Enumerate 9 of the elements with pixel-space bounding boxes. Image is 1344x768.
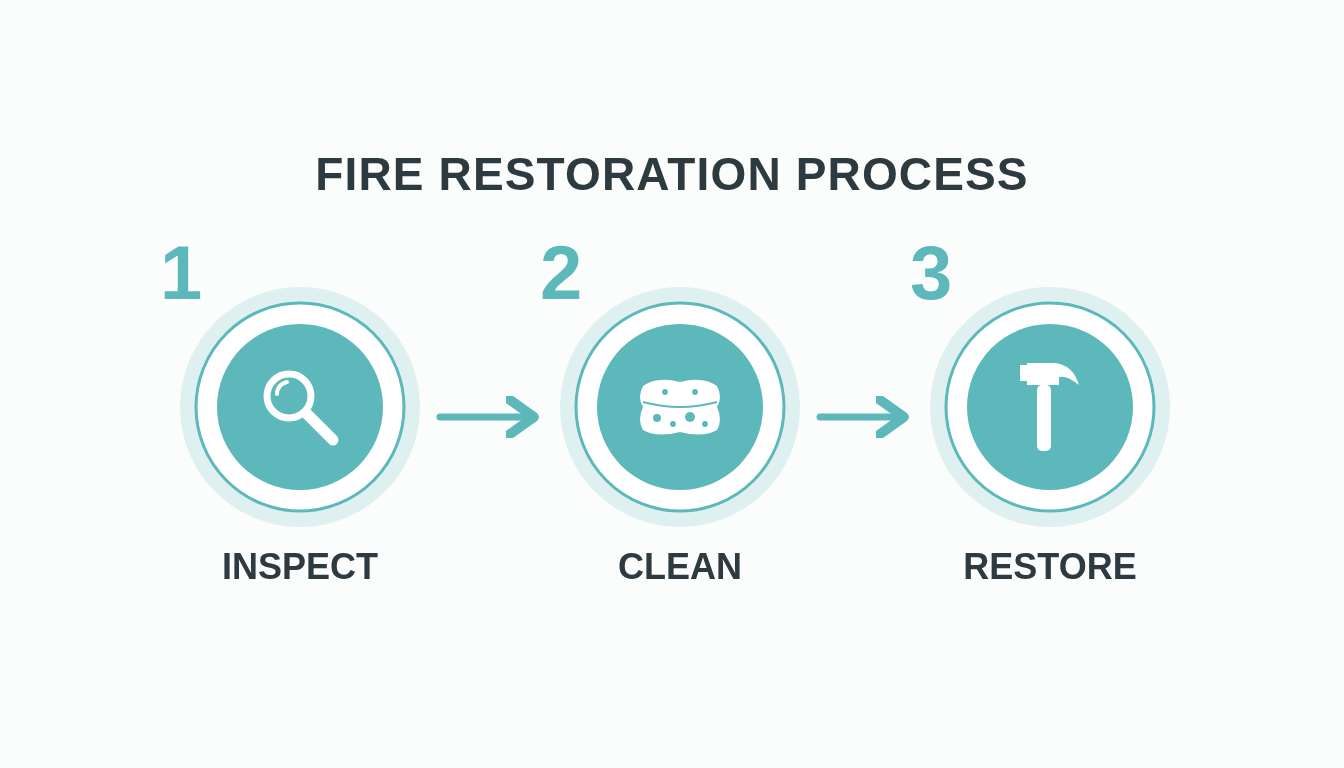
step-label: RESTORE <box>962 549 1138 585</box>
step-number: 1 <box>160 235 203 311</box>
step-label: CLEAN <box>617 549 743 585</box>
title: FIRE RESTORATION PROCESS <box>315 147 1029 202</box>
step-number: 2 <box>540 235 583 311</box>
step-label: INSPECT <box>221 549 379 585</box>
arrow <box>816 394 909 440</box>
step-number: 3 <box>910 235 953 311</box>
arrow <box>436 394 539 440</box>
